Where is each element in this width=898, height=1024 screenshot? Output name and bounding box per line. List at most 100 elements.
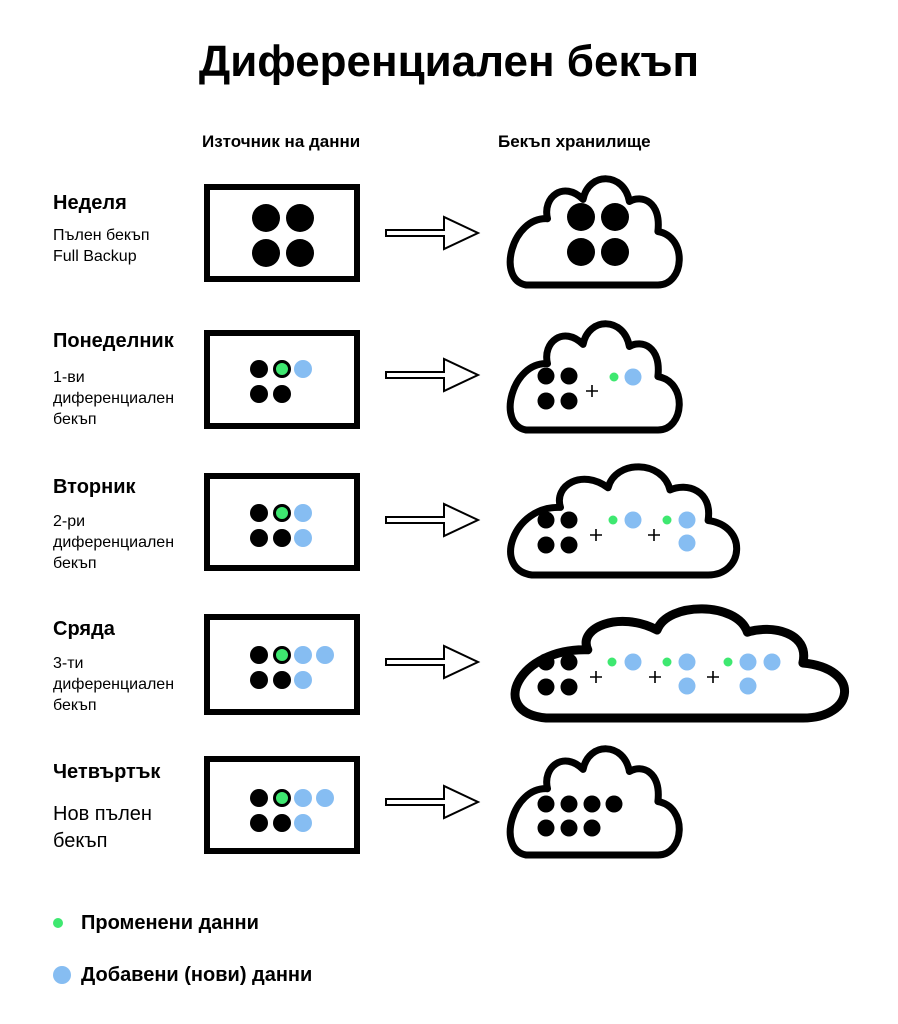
source-column-header: Източник на данни bbox=[202, 132, 361, 151]
desc-wednesday-line3: бекъп bbox=[53, 697, 97, 714]
source-frame-wednesday bbox=[204, 614, 360, 715]
data-dot bbox=[252, 204, 280, 232]
plus-sign bbox=[707, 671, 719, 683]
data-dot bbox=[583, 795, 601, 813]
plus-sign bbox=[590, 671, 602, 683]
added-data-dot bbox=[624, 653, 642, 671]
data-dot bbox=[250, 789, 268, 807]
desc-monday-line3: бекъп bbox=[53, 411, 97, 428]
arrow-tuesday bbox=[385, 502, 481, 538]
changed-data-dot bbox=[607, 657, 617, 667]
data-dot bbox=[273, 385, 291, 403]
day-label-thursday: Четвъртък bbox=[53, 761, 161, 783]
added-data-dot bbox=[624, 511, 642, 529]
added-data-dot bbox=[294, 671, 312, 689]
data-dot bbox=[601, 203, 629, 231]
desc-thursday-line1: Нов пълен bbox=[53, 803, 152, 825]
data-dot bbox=[273, 671, 291, 689]
added-data-dot bbox=[294, 360, 312, 378]
added-data-dot bbox=[739, 677, 757, 695]
data-dot bbox=[537, 795, 555, 813]
added-data-dot bbox=[678, 677, 696, 695]
source-frame-sunday bbox=[204, 184, 360, 282]
desc-sunday-line1: Пълен бекъп bbox=[53, 227, 150, 244]
changed-data-dot bbox=[662, 515, 672, 525]
desc-sunday-line2: Full Backup bbox=[53, 248, 137, 265]
arrow-monday bbox=[385, 357, 481, 393]
changed-data-dot bbox=[723, 657, 733, 667]
added-data-dot bbox=[678, 511, 696, 529]
data-dot bbox=[560, 367, 578, 385]
arrows-layer bbox=[385, 215, 481, 820]
data-dot bbox=[560, 819, 578, 837]
data-dot bbox=[560, 795, 578, 813]
added-data-dot bbox=[294, 814, 312, 832]
desc-tuesday-line2: диференциален bbox=[53, 534, 175, 551]
data-dot bbox=[537, 392, 555, 410]
added-data-dot bbox=[294, 529, 312, 547]
data-dot bbox=[567, 203, 595, 231]
data-dot bbox=[250, 646, 268, 664]
source-frame-monday bbox=[204, 330, 360, 429]
day-label-sunday: Неделя bbox=[53, 192, 127, 214]
data-dot bbox=[537, 819, 555, 837]
desc-monday-line2: диференциален bbox=[53, 390, 175, 407]
desc-wednesday-line1: 3-ти bbox=[53, 655, 84, 672]
data-dot bbox=[250, 529, 268, 547]
day-label-wednesday: Сряда bbox=[53, 618, 115, 640]
desc-monday-line1: 1-ви bbox=[53, 369, 85, 386]
data-dot bbox=[560, 511, 578, 529]
added-data-dot bbox=[316, 789, 334, 807]
changed-data-dot bbox=[273, 646, 291, 664]
changed-data-dot bbox=[273, 504, 291, 522]
data-dot bbox=[537, 536, 555, 554]
day-label-monday: Понеделник bbox=[53, 330, 174, 352]
added-data-dot bbox=[294, 504, 312, 522]
added-data-dot bbox=[316, 646, 334, 664]
desc-tuesday-line3: бекъп bbox=[53, 555, 97, 572]
data-dot bbox=[250, 360, 268, 378]
arrow-sunday bbox=[385, 215, 481, 251]
data-dot bbox=[250, 504, 268, 522]
desc-thursday-line2: бекъп bbox=[53, 830, 108, 852]
data-dot bbox=[250, 671, 268, 689]
data-dot bbox=[537, 367, 555, 385]
added-data-dot bbox=[763, 653, 781, 671]
storage-column-header: Бекъп хранилище bbox=[498, 132, 651, 151]
data-dot bbox=[250, 814, 268, 832]
plus-sign bbox=[648, 529, 660, 541]
data-dot bbox=[560, 536, 578, 554]
data-dot bbox=[286, 239, 314, 267]
added-data-dot bbox=[624, 368, 642, 386]
data-dot bbox=[605, 795, 623, 813]
cloud-monday bbox=[506, 320, 683, 434]
data-dot bbox=[273, 814, 291, 832]
arrow-wednesday bbox=[385, 644, 481, 680]
plus-sign bbox=[649, 671, 661, 683]
desc-wednesday-line2: диференциален bbox=[53, 676, 175, 693]
data-dot bbox=[537, 511, 555, 529]
added-data-dot bbox=[678, 653, 696, 671]
page-title: Диференциален бекъп bbox=[198, 37, 700, 86]
changed-data-dot bbox=[662, 657, 672, 667]
data-dot bbox=[250, 385, 268, 403]
desc-tuesday-line1: 2-ри bbox=[53, 513, 86, 530]
day-label-tuesday: Вторник bbox=[53, 476, 136, 498]
clouds-layer bbox=[506, 175, 849, 859]
added-data-dot bbox=[678, 534, 696, 552]
changed-data-dot bbox=[273, 789, 291, 807]
data-dot bbox=[560, 392, 578, 410]
plus-sign bbox=[590, 529, 602, 541]
dots-layer bbox=[250, 203, 781, 837]
added-data-dot bbox=[294, 789, 312, 807]
added-data-dot bbox=[739, 653, 757, 671]
data-dot bbox=[537, 653, 555, 671]
data-dot bbox=[286, 204, 314, 232]
data-dot bbox=[583, 819, 601, 837]
cloud-sunday bbox=[506, 175, 683, 289]
changed-data-dot bbox=[608, 515, 618, 525]
data-dot bbox=[273, 529, 291, 547]
legend-added-dot bbox=[53, 966, 71, 984]
changed-data-dot bbox=[609, 372, 619, 382]
